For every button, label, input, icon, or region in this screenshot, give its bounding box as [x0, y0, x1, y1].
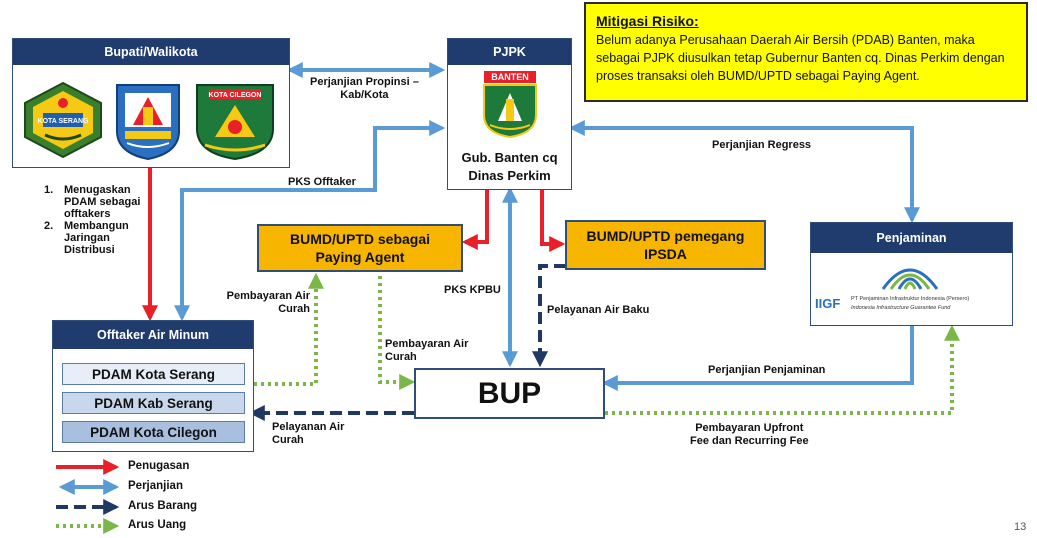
- page-number: 13: [1014, 521, 1027, 533]
- legend-arus-barang: Arus Barang: [128, 500, 198, 512]
- arrow-penugasan-ipsda: [540, 190, 566, 252]
- label-menugaskan: 1. Menugaskan PDAM sebagai offtakers 2. …: [44, 184, 140, 256]
- bupati-walikota-title: Bupati/Walikota: [13, 39, 289, 65]
- label-perjanjian-propinsi-line1: Perjanjian Propinsi –: [310, 76, 419, 88]
- pjpk-box: PJPK BANTEN Gub. Banten cq Dinas Perkim: [447, 38, 572, 190]
- paying-agent-line1: BUMD/UPTD sebagai: [289, 231, 431, 247]
- label-pelayanan-air-baku: Pelayanan Air Baku: [547, 304, 650, 316]
- kota-cilegon-logo: KOTA CILEGON: [196, 84, 274, 161]
- label-menugaskan-l3: offtakers: [64, 208, 111, 220]
- banten-province-logo: BANTEN: [483, 71, 537, 139]
- kota-serang-logo-text: KOTA SERANG: [38, 118, 90, 125]
- pjpk-name-line2: Dinas Perkim: [468, 168, 551, 183]
- label-perjanjian-regress: Perjanjian Regress: [712, 139, 812, 151]
- label-pembayaran-curah-2: Pembayaran Air Curah: [385, 338, 468, 364]
- label-menugaskan-num2: 2.: [44, 220, 54, 232]
- label-pembayaran-curah-1-line1: Pembayaran Air: [226, 290, 310, 302]
- pdam-kota-cilegon: PDAM Kota Cilegon: [62, 421, 245, 443]
- label-pembayaran-curah-1-line2: Curah: [278, 303, 310, 315]
- mitigasi-body: Belum adanya Perusahaan Daerah Air Bersi…: [596, 33, 1005, 83]
- ipsda-line2: IPSDA: [644, 246, 687, 262]
- label-pelayanan-curah: Pelayanan Air Curah: [272, 421, 344, 447]
- paying-agent-line2: Paying Agent: [315, 249, 405, 265]
- label-menugaskan-l5: Jaringan: [64, 232, 110, 244]
- label-pembayaran-upfront-line2: Fee dan Recurring Fee: [690, 435, 809, 447]
- paying-agent-box: BUMD/UPTD sebagai Paying Agent: [257, 224, 463, 272]
- bup-label: BUP: [477, 376, 542, 410]
- bupati-walikota-box: Bupati/Walikota KOTA SERANG KOTA CILEGON: [12, 38, 290, 168]
- mitigasi-title: Mitigasi Risiko:: [596, 13, 699, 29]
- legend-perjanjian: Perjanjian: [128, 480, 183, 492]
- label-menugaskan-l2: PDAM sebagai: [64, 196, 141, 208]
- legend-penugasan: Penugasan: [128, 460, 190, 472]
- legend: [56, 459, 120, 534]
- kota-serang-logo: KOTA SERANG: [24, 81, 102, 159]
- label-perjanjian-penjaminan: Perjanjian Penjaminan: [708, 364, 826, 376]
- kota-cilegon-logo-text: KOTA CILEGON: [209, 92, 262, 99]
- pdam-kota-serang: PDAM Kota Serang: [62, 363, 245, 385]
- arrow-pembayaran-curah-1: [254, 272, 324, 386]
- pjpk-title: PJPK: [448, 39, 571, 65]
- kabupaten-serang-logo: [116, 84, 180, 161]
- label-pks-kpbu: PKS KPBU: [444, 284, 501, 296]
- legend-arus-uang: Arus Uang: [128, 519, 187, 531]
- label-menugaskan-l4: Membangun: [64, 220, 129, 232]
- label-pembayaran-curah-2-line1: Pembayaran Air: [385, 338, 469, 350]
- label-perjanjian-propinsi: Perjanjian Propinsi – Kab/Kota: [310, 76, 419, 102]
- iigf-logo-mark: [881, 268, 939, 290]
- arrow-pembayaran-curah-2: [378, 276, 416, 390]
- penjaminan-box: Penjaminan IIGF PT Penjaminan Infrastruk…: [810, 222, 1013, 326]
- label-pks-offtaker: PKS Offtaker: [288, 176, 356, 188]
- offtaker-box: Offtaker Air Minum PDAM Kota Serang PDAM…: [52, 320, 254, 452]
- arrow-penugasan-paying-agent: [461, 190, 489, 250]
- pjpk-name: Gub. Banten cq Dinas Perkim: [448, 149, 571, 185]
- pjpk-name-line1: Gub. Banten cq: [461, 150, 558, 165]
- mitigasi-risiko-box: Mitigasi Risiko: Belum adanya Perusahaan…: [584, 2, 1028, 102]
- label-menugaskan-l6: Distribusi: [64, 244, 115, 256]
- offtaker-title: Offtaker Air Minum: [53, 321, 253, 349]
- label-pembayaran-curah-2-line2: Curah: [385, 351, 417, 363]
- label-menugaskan-l1: Menugaskan: [64, 184, 131, 196]
- penjaminan-title: Penjaminan: [811, 223, 1012, 253]
- arrow-perjanjian-penjaminan: [601, 326, 914, 391]
- ipsda-box: BUMD/UPTD pemegang IPSDA: [565, 220, 766, 270]
- label-pembayaran-curah-1: Pembayaran Air Curah: [218, 290, 310, 316]
- label-menugaskan-num1: 1.: [44, 184, 54, 196]
- pdam-kab-serang: PDAM Kab Serang: [62, 392, 245, 414]
- label-pembayaran-upfront: Pembayaran Upfront Fee dan Recurring Fee: [690, 422, 809, 448]
- iigf-line1: PT Penjaminan Infrastruktur Indonesia (P…: [851, 296, 970, 302]
- label-perjanjian-propinsi-line2: Kab/Kota: [340, 89, 389, 101]
- banten-logo-text: BANTEN: [491, 72, 529, 82]
- label-pembayaran-upfront-line1: Pembayaran Upfront: [695, 422, 804, 434]
- arrow-perjanjian-regress: [568, 120, 920, 224]
- label-pelayanan-curah-line2: Curah: [272, 434, 304, 446]
- label-pelayanan-curah-line1: Pelayanan Air: [272, 421, 345, 433]
- iigf-line2: Indonesia Infrastructure Guarantee Fund: [851, 305, 951, 311]
- arrow-pks-offtaker: [174, 120, 446, 322]
- arrow-pelayanan-air-baku: [532, 264, 566, 368]
- ipsda-line1: BUMD/UPTD pemegang: [586, 228, 745, 244]
- iigf-abbr: IIGF: [815, 296, 841, 311]
- bup-box: BUP: [414, 368, 605, 419]
